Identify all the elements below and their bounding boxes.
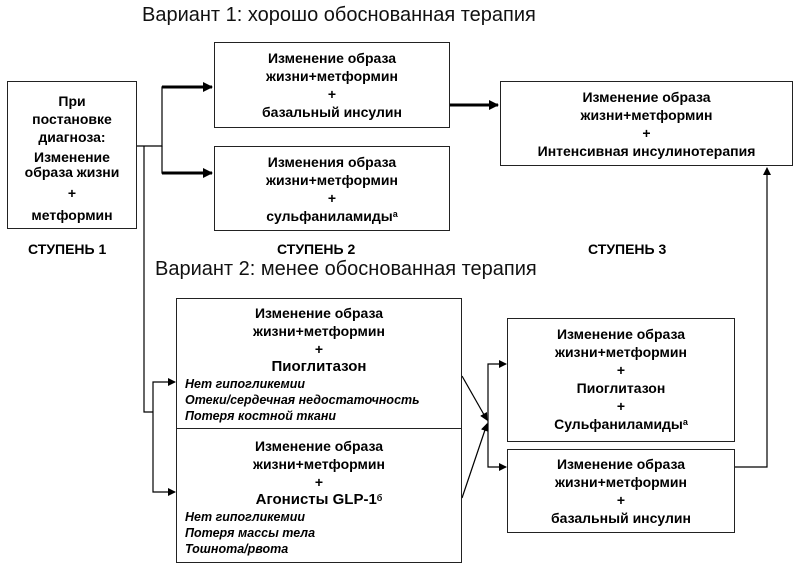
box-line: Изменение (34, 149, 110, 165)
box-line: Изменение образа (267, 50, 397, 66)
box-line: диагноза: (38, 129, 106, 145)
footnote-marker: а (392, 209, 398, 219)
connector-step1-to-v2 (143, 146, 153, 413)
footnote-marker: б (376, 493, 383, 503)
v2-glp1-box: Изменение образа жизни+метформин + Агони… (176, 428, 462, 563)
box-line: метформин (31, 207, 113, 223)
box-line: Сульфаниламидыа (508, 415, 734, 433)
box-line: сульфаниламидыа (215, 207, 449, 225)
box-line: жизни+метформин (555, 344, 687, 360)
step-3-label: СТУПЕНЬ 3 (588, 241, 667, 257)
box-line: жизни+метформин (266, 172, 398, 188)
box-line: + (327, 190, 337, 206)
box-line: жизни+метформин (580, 107, 713, 123)
note-item: Потеря костной ткани (185, 409, 337, 423)
glp1-notes: Нет гипогликемии Потеря массы тела Тошно… (177, 509, 461, 557)
connector-step1-to-v1 (137, 86, 212, 147)
arrow-v2-basal-to-intensive (735, 167, 771, 468)
box-line: образа жизни (24, 164, 120, 180)
drug-name: Агонисты GLP-1 (255, 491, 377, 508)
box-line: Изменение образа (254, 305, 384, 321)
v2-basal-insulin-box: Изменение образа жизни+метформин + базал… (507, 449, 735, 533)
box-line: Изменения образа (267, 154, 397, 170)
arrow-merge-to-v2-basal (487, 422, 507, 471)
box-line: жизни+метформин (253, 323, 385, 339)
box-line: При (58, 93, 86, 109)
box-line: + (642, 125, 651, 141)
box-line: базальный инсулин (551, 510, 691, 526)
box-line: + (327, 86, 337, 102)
step-1-label: СТУПЕНЬ 1 (28, 241, 107, 257)
box-line: + (616, 398, 626, 414)
box-line: жизни+метформин (253, 456, 385, 472)
note-item: Нет гипогликемии (185, 377, 306, 391)
note-item: Отеки/сердечная недостаточность (185, 393, 420, 407)
box-line: + (616, 492, 626, 508)
box-line: Изменение образа (582, 89, 711, 105)
step-2-label: СТУПЕНЬ 2 (277, 241, 356, 257)
drug-name: сульфаниламиды (266, 208, 393, 224)
pioglitazone-notes: Нет гипогликемии Отеки/сердечная недоста… (177, 376, 461, 424)
box-line: Пиоглитазон (576, 380, 666, 396)
arrow-to-v2-pio (152, 378, 176, 412)
v1-intensive-insulin-box: Изменение образа жизни+метформин + Интен… (500, 81, 793, 166)
box-line: Изменение образа (556, 456, 686, 472)
arrow-merge-to-pio-sulfonyl (487, 360, 507, 422)
footnote-marker: а (682, 417, 688, 427)
v2-pioglitazone-box: Изменение образа жизни+метформин + Пиогл… (176, 298, 462, 429)
note-item: Нет гипогликемии (185, 510, 306, 524)
box-line: + (314, 474, 324, 490)
box-line: жизни+метформин (555, 474, 687, 490)
note-item: Тошнота/рвота (185, 542, 289, 556)
box-line: базальный инсулин (262, 104, 402, 120)
v2-pioglitazone-sulfonylurea-box: Изменение образа жизни+метформин + Пиогл… (507, 318, 735, 442)
connector-pio-to-merge (461, 375, 488, 421)
box-line: Изменение образа (254, 438, 384, 454)
box-line: Пиоглитазон (271, 358, 367, 375)
arrow-to-v1-sulfonyl (161, 146, 212, 174)
connector-glp1-to-merge (461, 423, 489, 499)
box-line: + (616, 362, 626, 378)
v1-sulfonylurea-box: Изменения образа жизни+метформин + сульф… (214, 146, 450, 231)
note-item: Потеря массы тела (185, 526, 316, 540)
box-line: Интенсивная инсулинотерапия (537, 143, 756, 159)
v1-basal-insulin-box: Изменение образа жизни+метформин + базал… (214, 42, 450, 128)
box-line: Агонисты GLP-1б (177, 491, 461, 509)
box-line: постановке (32, 111, 112, 127)
box-line: + (314, 341, 324, 357)
variant1-title: Вариант 1: хорошо обоснованная терапия (142, 4, 536, 26)
box-line: Изменение образа (556, 326, 686, 342)
drug-name: Сульфаниламиды (554, 416, 683, 432)
arrow-to-v2-glp1 (152, 412, 176, 496)
variant2-title: Вариант 2: менее обоснованная терапия (155, 258, 537, 280)
diagnosis-box: При постановке диагноза: Изменение образ… (7, 81, 137, 229)
box-line: + (67, 185, 77, 201)
box-line: жизни+метформин (266, 68, 398, 84)
